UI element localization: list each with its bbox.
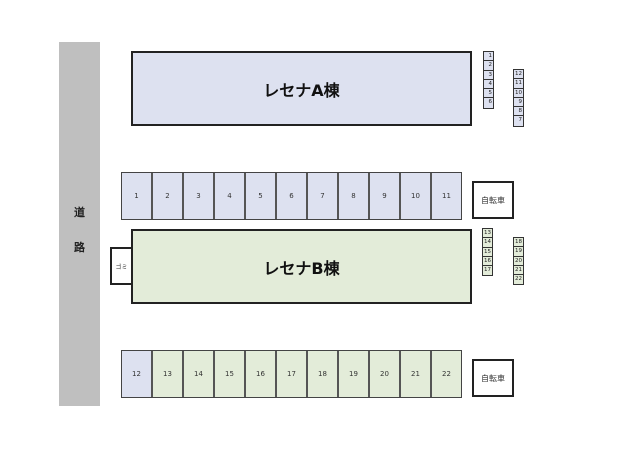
mailbox: 13 (483, 229, 492, 239)
bicycle-label: 自転車 (481, 195, 505, 205)
parking-space: 4 (215, 173, 246, 219)
parking-space: 18 (308, 351, 339, 397)
mailbox: 8 (514, 107, 523, 117)
mailbox: 18 (514, 238, 523, 248)
mailbox: 16 (483, 257, 492, 267)
bicycle-parking-2: 自転車 (472, 359, 514, 397)
parking-space: 9 (370, 173, 401, 219)
road-label-1: 道 (74, 206, 85, 219)
parking-space: 13 (153, 351, 184, 397)
building-a: レセナA棟 (131, 51, 472, 126)
mailbox: 14 (483, 238, 492, 248)
bicycle-parking-1: 自転車 (472, 181, 514, 219)
parking-space: 8 (339, 173, 370, 219)
parking-space: 3 (184, 173, 215, 219)
mailbox: 2 (484, 61, 493, 71)
mailbox: 20 (514, 257, 523, 266)
parking-space: 16 (246, 351, 277, 397)
mailbox: 19 (514, 247, 523, 257)
parking-space: 12 (122, 351, 153, 397)
road-label-2: 路 (74, 241, 85, 254)
trash-area: ゴミ (110, 247, 133, 285)
parking-space: 22 (432, 351, 461, 397)
parking-space: 21 (401, 351, 432, 397)
building-b: レセナB棟 (131, 229, 472, 304)
parking-space: 7 (308, 173, 339, 219)
building-a-label: レセナA棟 (263, 80, 340, 100)
mailbox: 12 (514, 70, 523, 80)
mailbox: 22 (515, 276, 522, 283)
mailbox: 1 (484, 52, 493, 62)
parking-space: 14 (184, 351, 215, 397)
mailbox: 6 (488, 99, 493, 106)
mailbox: 3 (484, 71, 493, 80)
parking-space: 19 (339, 351, 370, 397)
mailbox: 10 (514, 89, 523, 98)
trash-label: ゴミ (115, 263, 128, 271)
parking-space: 10 (401, 173, 432, 219)
bicycle-label: 自転車 (481, 373, 505, 383)
parking-space: 6 (277, 173, 308, 219)
building-b-label: レセナB棟 (263, 258, 340, 278)
mailbox: 9 (514, 98, 523, 108)
mailbox: 15 (483, 248, 492, 257)
parking-space: 11 (432, 173, 461, 219)
parking-space: 5 (246, 173, 277, 219)
mailbox: 7 (518, 117, 523, 124)
mailbox: 17 (484, 267, 491, 274)
parking-space: 20 (370, 351, 401, 397)
mailbox: 11 (514, 79, 523, 89)
parking-space: 17 (277, 351, 308, 397)
parking-space: 1 (122, 173, 153, 219)
parking-space: 15 (215, 351, 246, 397)
parking-space: 2 (153, 173, 184, 219)
mailbox: 21 (514, 266, 523, 276)
road: 道 路 (59, 42, 100, 406)
mailbox: 4 (484, 80, 493, 90)
mailbox: 5 (484, 89, 493, 99)
